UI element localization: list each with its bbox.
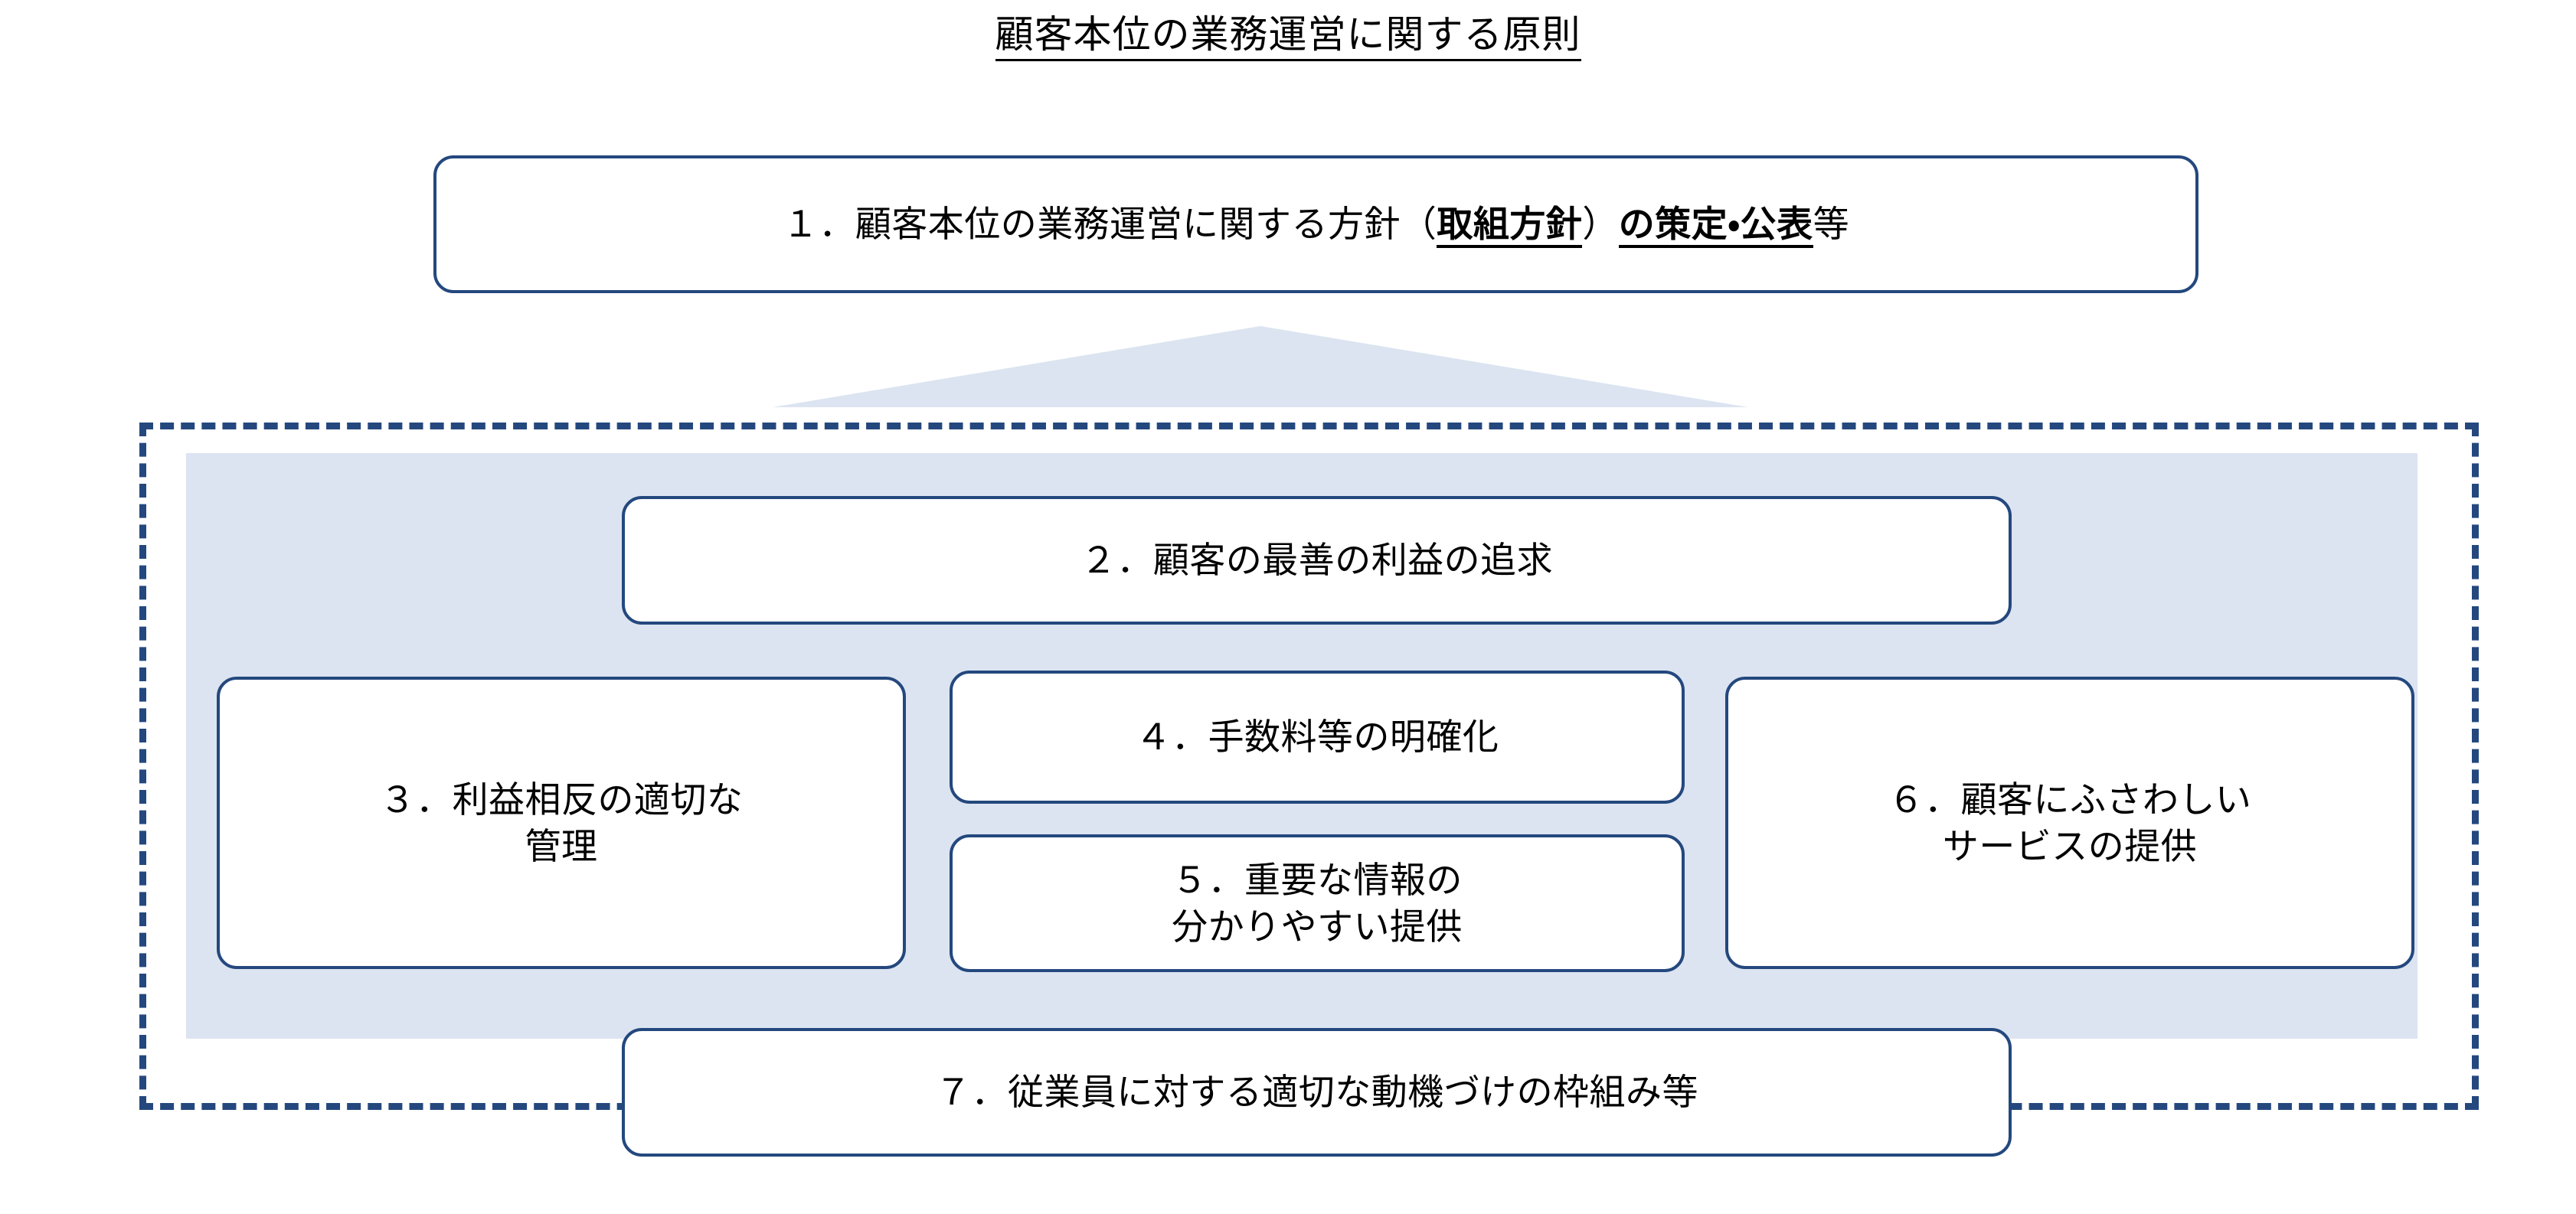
principle-6-box: ６．顧客にふさわしい サービスの提供 xyxy=(1725,677,2414,969)
principle-6-label: ６．顧客にふさわしい サービスの提供 xyxy=(1888,776,2252,870)
principle-7-line-1: ７．従業員に対する適切な動機づけの枠組み等 xyxy=(935,1072,1698,1113)
principle-1-emphasis-formulate-publish: の策定・公表 xyxy=(1618,204,1813,249)
principle-1-number: １． xyxy=(782,204,855,245)
principle-1-text-plain-2: 等 xyxy=(1813,204,1850,245)
principle-2-line-1: ２．顧客の最善の利益の追求 xyxy=(1080,540,1554,581)
principle-5-line-1: ５．重要な情報の xyxy=(1172,859,1463,900)
principle-4-label: ４．手数料等の明確化 xyxy=(1136,713,1499,760)
page-title-text: 顧客本位の業務運営に関する原則 xyxy=(995,13,1581,61)
principle-3-box: ３．利益相反の適切な 管理 xyxy=(217,677,906,969)
principle-2-label: ２．顧客の最善の利益の追求 xyxy=(1080,537,1553,583)
principle-5-label: ５．重要な情報の 分かりやすい提供 xyxy=(1172,857,1463,950)
principle-1-paren-open: （ xyxy=(1400,204,1437,245)
principle-3-label: ３．利益相反の適切な 管理 xyxy=(380,776,744,870)
principle-1-text-plain-1: 顧客本位の業務運営に関する方針 xyxy=(855,204,1401,245)
principle-1-emphasis-policy: 取組方針 xyxy=(1437,204,1583,249)
principle-5-box: ５．重要な情報の 分かりやすい提供 xyxy=(950,834,1685,972)
principle-1-label: １．顧客本位の業務運営に関する方針（取組方針）の策定・公表等 xyxy=(782,201,1850,249)
page-title: 顧客本位の業務運営に関する原則 xyxy=(0,11,2576,61)
principle-3-line-1: ３．利益相反の適切な xyxy=(379,778,744,820)
principle-3-line-2: 管理 xyxy=(525,826,598,866)
principle-7-box: ７．従業員に対する適切な動機づけの枠組み等 xyxy=(622,1028,2012,1157)
principle-2-box: ２．顧客の最善の利益の追求 xyxy=(622,496,2012,625)
principle-7-label: ７．従業員に対する適切な動機づけの枠組み等 xyxy=(935,1069,1698,1115)
principle-4-box: ４．手数料等の明確化 xyxy=(950,671,1685,804)
principle-4-line-1: ４．手数料等の明確化 xyxy=(1135,716,1499,758)
upward-arrow-icon xyxy=(773,326,1748,407)
principle-1-box: １．顧客本位の業務運営に関する方針（取組方針）の策定・公表等 xyxy=(433,155,2198,293)
principle-5-line-2: 分かりやすい提供 xyxy=(1172,906,1463,947)
principle-1-paren-close: ） xyxy=(1582,204,1619,245)
principle-6-line-2: サービスの提供 xyxy=(1942,826,2198,866)
principle-6-line-1: ６．顧客にふさわしい xyxy=(1888,778,2252,820)
